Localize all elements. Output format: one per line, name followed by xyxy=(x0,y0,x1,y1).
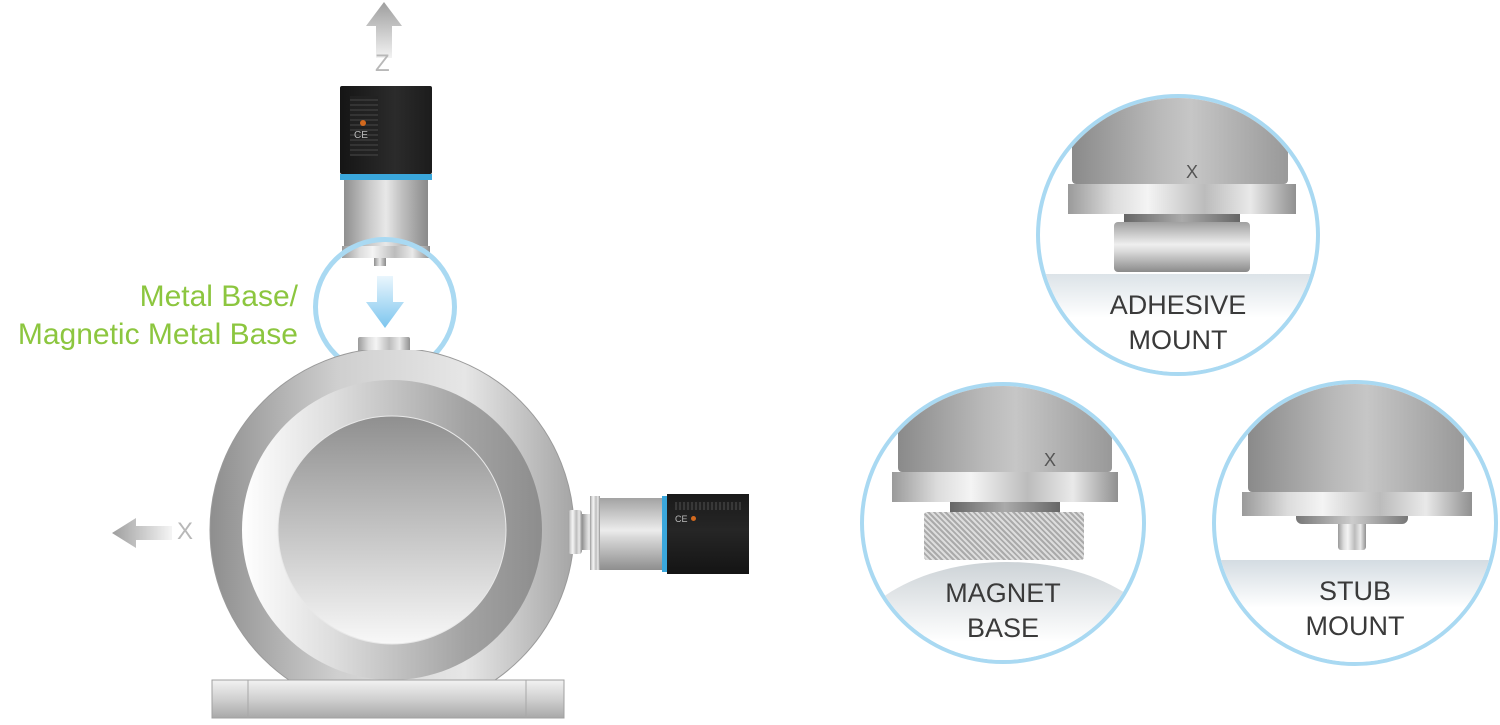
x-axis-label: X xyxy=(177,518,194,545)
metal-base-label-line2: Magnetic Metal Base xyxy=(17,318,298,351)
ce-mark-icon: CE xyxy=(354,130,368,141)
stub-pin xyxy=(1338,524,1366,550)
sensor-body xyxy=(1248,384,1464,492)
sensor-housing: CE xyxy=(667,494,749,574)
sensor-housing: CE xyxy=(340,86,432,174)
sensor-body xyxy=(898,386,1112,472)
axis-mark: X xyxy=(1186,162,1199,182)
sensor-body xyxy=(344,180,428,246)
test-fixture xyxy=(204,347,580,720)
side-sensor: CE xyxy=(568,492,752,574)
down-arrow-icon xyxy=(366,276,404,328)
x-axis-arrow-icon xyxy=(112,518,172,548)
axis-mark: X xyxy=(1044,450,1057,470)
z-axis-label: Z xyxy=(375,50,390,77)
ce-mark-icon: CE xyxy=(675,514,688,524)
sensor-body xyxy=(600,498,662,570)
metal-base-label: Metal Base/ Magnetic Metal Base xyxy=(18,278,298,354)
adhesive-mount-label-line1: ADHESIVE xyxy=(1109,290,1247,320)
magnet-base-label-line1: MAGNET xyxy=(945,578,1061,608)
adhesive-mount-label-line2: MOUNT xyxy=(1128,325,1228,355)
stub-mount-label-line2: MOUNT xyxy=(1305,611,1405,641)
knurled-magnet xyxy=(924,512,1084,560)
z-axis-arrow-icon xyxy=(366,2,402,58)
sensor-blue-band xyxy=(662,496,667,572)
sensor-body xyxy=(1072,98,1288,184)
magnet-base-label-line2: BASE xyxy=(966,613,1040,643)
metal-base-label-line1: Metal Base/ xyxy=(139,280,298,313)
stub-mount-option: STUB MOUNT xyxy=(1212,380,1498,666)
adhesive-mount-option: X ADHESIVE MOUNT xyxy=(1036,94,1320,376)
stub-mount-label-line1: STUB xyxy=(1318,576,1391,606)
magnet-base-option: X MAGNET BASE xyxy=(860,382,1146,664)
sensor-blue-band xyxy=(340,174,432,180)
